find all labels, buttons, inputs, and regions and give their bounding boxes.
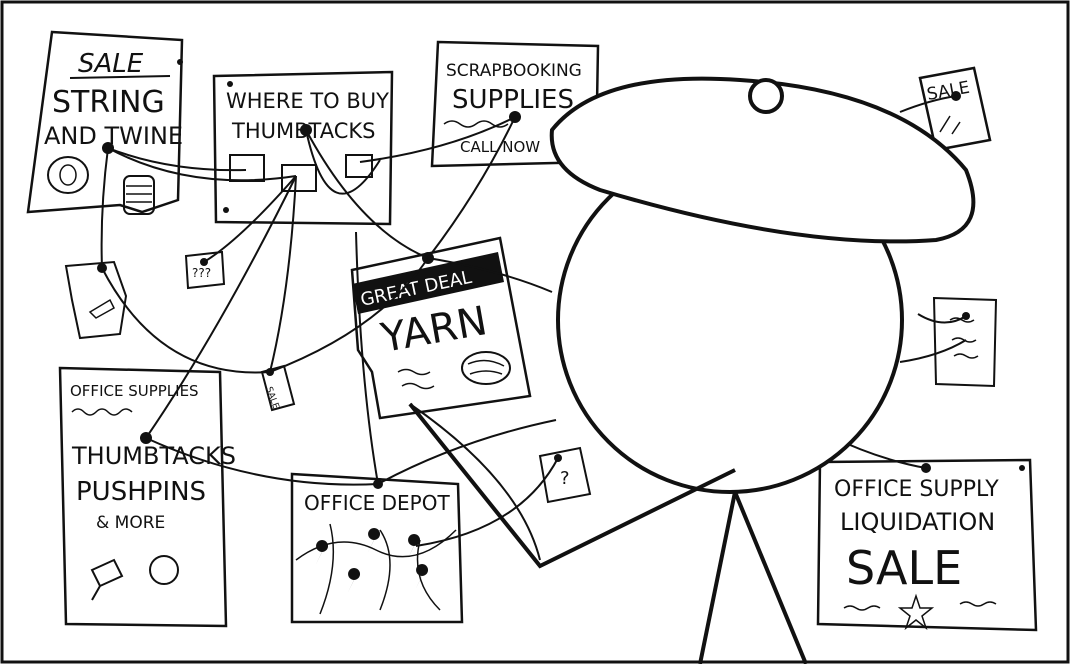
string-spool-icon — [47, 156, 89, 194]
office-supplies-line2: THUMBTACKS — [71, 442, 236, 470]
liquidation-line2: LIQUIDATION — [840, 508, 995, 536]
note-office-depot-map: OFFICE DEPOT — [290, 472, 464, 624]
question-small-text: ??? — [192, 266, 211, 280]
character-with-beret — [408, 76, 976, 664]
sale-string-title: SALE — [78, 49, 144, 79]
office-supplies-line1: OFFICE SUPPLIES — [70, 382, 199, 400]
note-liquidation-sale: OFFICE SUPPLY LIQUIDATION SALE — [816, 458, 1038, 632]
character-arm — [408, 402, 736, 569]
pushpin-icon — [90, 558, 124, 601]
note-where-to-buy-thumbtacks: WHERE TO BUY THUMBTACKS — [212, 70, 394, 226]
note-great-deal-yarn: GREAT DEAL YARN — [350, 236, 532, 420]
note-torn-pushpin — [64, 260, 128, 340]
sale-string-line1: STRING — [52, 85, 165, 120]
scrapbooking-line2: SUPPLIES — [452, 85, 574, 115]
scrapbooking-line1: SCRAPBOOKING — [446, 61, 582, 81]
note-right-middle — [932, 296, 998, 388]
beret — [549, 76, 976, 244]
great-deal-banner — [352, 252, 504, 314]
connecting-strings — [100, 95, 967, 561]
thumbtack-icon — [149, 555, 179, 585]
question-note-text: ? — [560, 468, 570, 489]
beret-stem — [748, 78, 784, 114]
note-office-supplies-thumbtacks: OFFICE SUPPLIES THUMBTACKS PUSHPINS & MO… — [58, 366, 236, 628]
sale-string-line2: AND TWINE — [44, 122, 183, 150]
office-supplies-line4: & MORE — [96, 513, 165, 533]
map-roads — [295, 523, 457, 615]
note-question: ? — [538, 446, 592, 504]
liquidation-line1: OFFICE SUPPLY — [834, 477, 999, 502]
office-depot-title: OFFICE DEPOT — [304, 491, 450, 515]
star-icon — [897, 593, 935, 631]
liquidation-line3: SALE — [846, 541, 962, 595]
twine-roll-icon — [123, 175, 155, 215]
note-sale-string-twine: SALE STRING AND TWINE — [26, 30, 184, 215]
character-body-right — [733, 491, 808, 664]
office-supplies-line3: PUSHPINS — [76, 477, 206, 507]
yarn-ball-icon — [461, 351, 511, 385]
where-to-buy-line1: WHERE TO BUY — [226, 89, 389, 113]
note-question-marks: ??? — [184, 250, 226, 290]
character-body — [698, 491, 737, 664]
map-marker-icon — [316, 540, 329, 564]
